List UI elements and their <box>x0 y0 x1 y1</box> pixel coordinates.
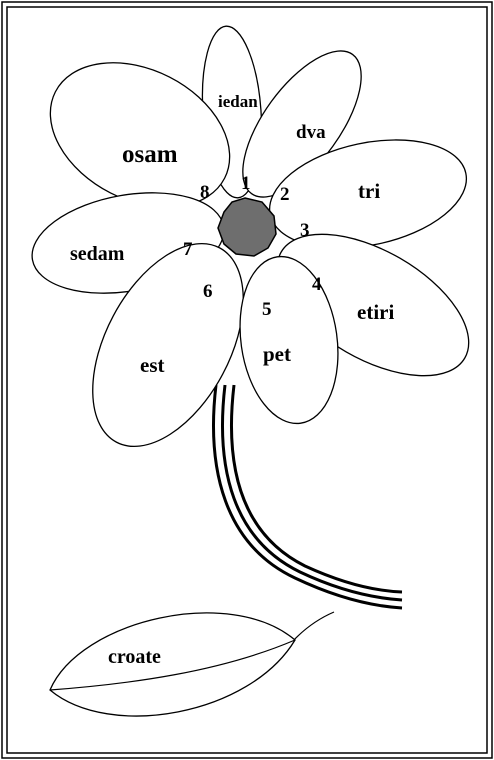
petal-word-8: osam <box>122 141 178 168</box>
flower-center <box>218 198 276 256</box>
petal-number-5: 5 <box>262 299 272 320</box>
petal-word-7: sedam <box>70 243 125 265</box>
petal-word-5: pet <box>263 342 291 366</box>
petal-number-6: 6 <box>203 281 213 302</box>
leaf-stalk <box>292 612 334 642</box>
leaf: croate <box>50 613 295 716</box>
petal-number-1: 1 <box>241 173 251 194</box>
petal-word-2: dva <box>296 122 326 143</box>
petal-word-6: est <box>140 353 165 377</box>
petal-number-3: 3 <box>300 220 310 241</box>
petal-number-2: 2 <box>280 184 290 205</box>
leaf-label: croate <box>108 646 161 668</box>
petal-number-8: 8 <box>200 182 210 203</box>
petal-number-7: 7 <box>183 239 193 260</box>
petal-number-4: 4 <box>312 274 322 295</box>
petal-word-4: etiri <box>357 300 394 324</box>
petal-word-3: tri <box>358 179 380 203</box>
petal-word-1: iedan <box>218 92 258 111</box>
